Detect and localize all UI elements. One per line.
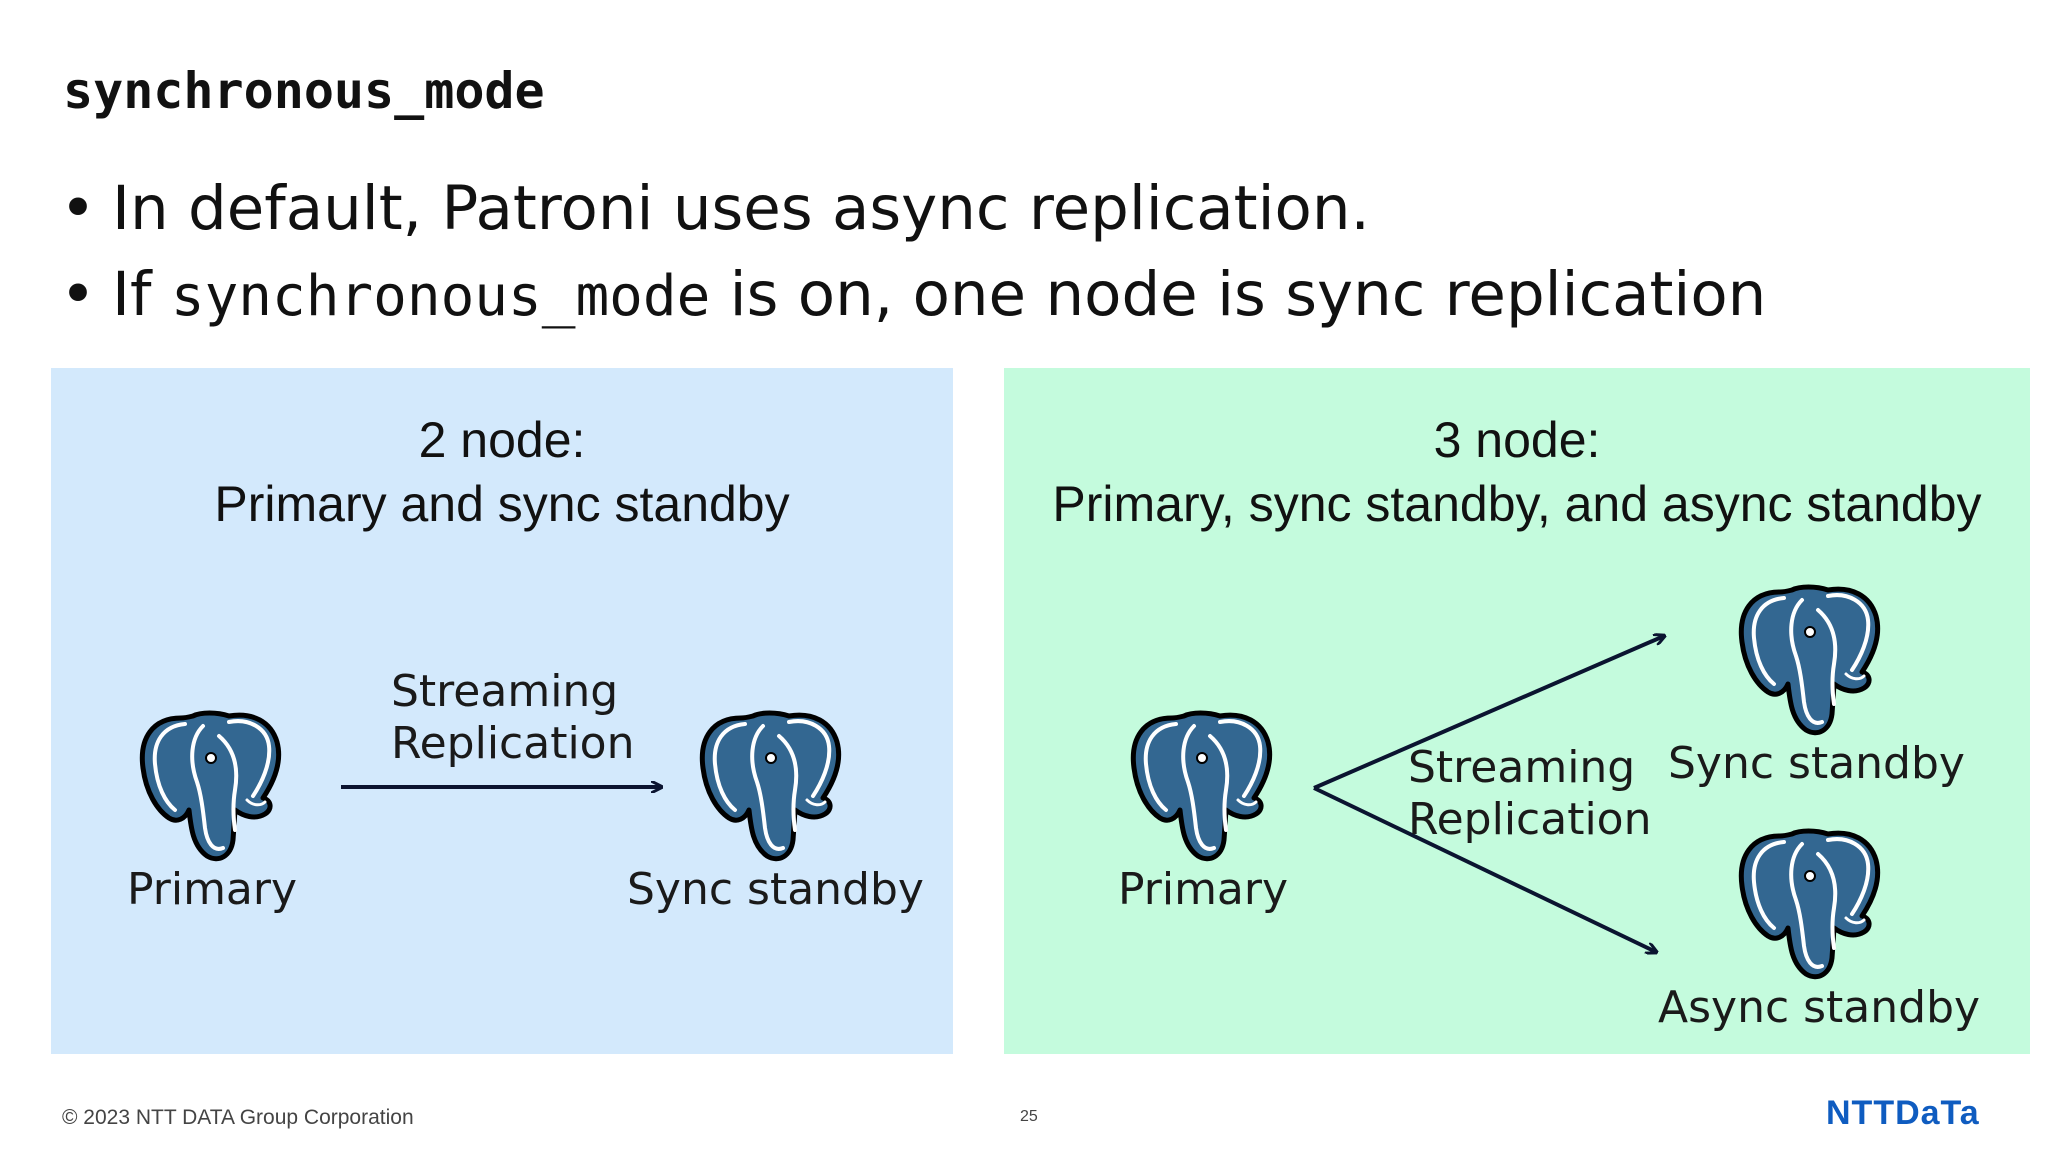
three-node-panel-title: 3 node: Primary, sync standby, and async… — [1004, 408, 2030, 536]
edge-label-line2: Replication — [1408, 794, 1652, 845]
sync-standby-node-label: Sync standby — [1668, 738, 1965, 789]
ntt-data-logo: NTTDaTa — [1826, 1094, 1980, 1132]
async-replication-arrow — [1313, 786, 1656, 952]
two-node-panel: 2 node: Primary and sync standby Streami… — [51, 368, 953, 1054]
three-node-panel: 3 node: Primary, sync standby, and async… — [1004, 368, 2030, 1054]
bullet-glyph: • — [60, 173, 96, 244]
bullet-glyph: • — [60, 259, 96, 330]
sync-standby-node-label: Sync standby — [627, 864, 924, 915]
page-number: 25 — [1020, 1108, 1038, 1125]
three-node-diagram — [1313, 368, 2030, 1054]
primary-node-label: Primary — [1118, 864, 1289, 915]
bullet-item: •In default, Patroni uses async replicat… — [60, 178, 1370, 239]
two-node-title-line1: 2 node: — [418, 412, 586, 468]
bullet-code: synchronous_mode — [170, 264, 711, 329]
two-node-title-line2: Primary and sync standby — [214, 476, 790, 532]
primary-node-label: Primary — [127, 864, 298, 915]
bullet-text-post: is on, one node is sync replication — [710, 259, 1767, 330]
three-node-title-line1: 3 node: — [1433, 412, 1601, 468]
three-node-title-line2: Primary, sync standby, and async standby — [1052, 476, 1982, 532]
sync-replication-arrow — [1313, 636, 1664, 790]
bullet-text-pre: If — [112, 259, 171, 330]
two-node-diagram — [341, 368, 953, 1054]
bullet-text: In default, Patroni uses async replicati… — [112, 173, 1370, 244]
slide-title: synchronous_mode — [63, 62, 545, 120]
two-node-panel-title: 2 node: Primary and sync standby — [51, 408, 953, 536]
edge-label-line1: Streaming — [391, 666, 619, 717]
bullet-item: •If synchronous_mode is on, one node is … — [60, 264, 1766, 325]
edge-label-line1: Streaming — [1408, 742, 1636, 793]
edge-label-line2: Replication — [391, 718, 635, 769]
async-standby-node-label: Async standby — [1658, 982, 1981, 1033]
footer-copyright: © 2023 NTT DATA Group Corporation — [62, 1106, 414, 1129]
